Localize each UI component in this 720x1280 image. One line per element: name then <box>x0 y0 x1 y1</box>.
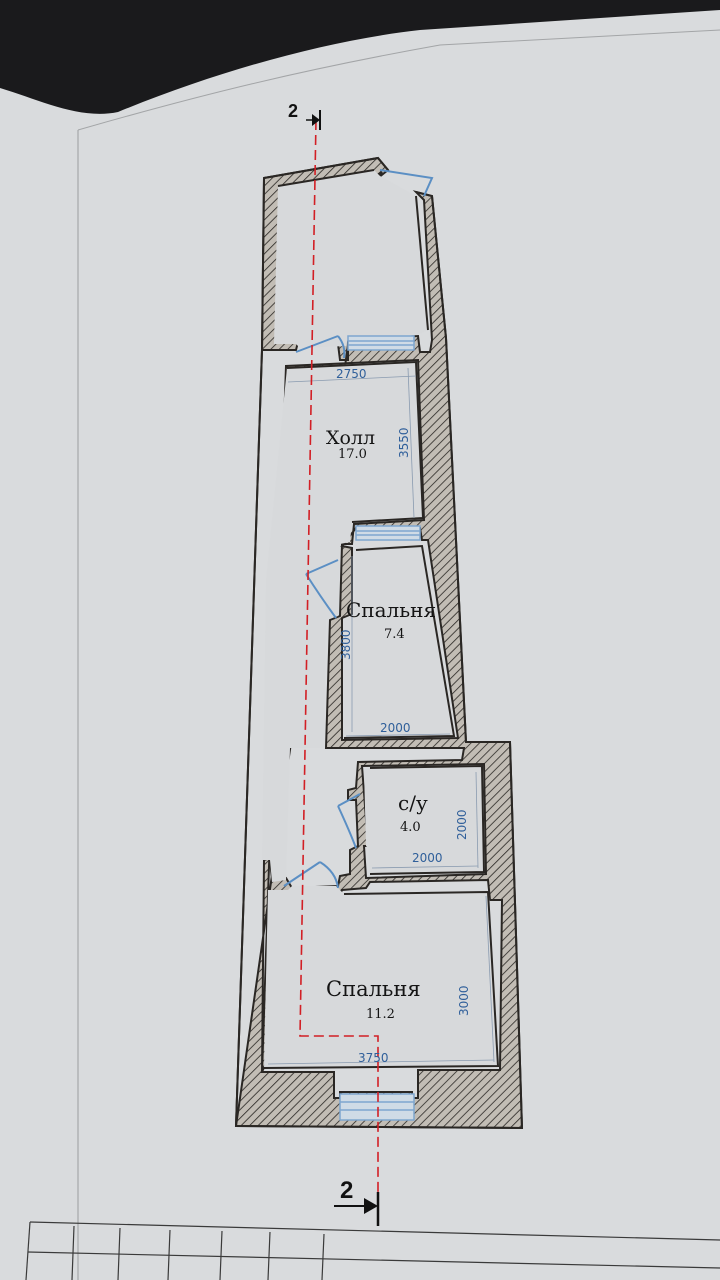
section-marker-bottom: 2 <box>334 1177 380 1226</box>
dim-bedroom2-width: 3750 <box>358 1051 389 1065</box>
door-entrance <box>379 169 434 197</box>
dim-hall-width: 2750 <box>336 367 367 381</box>
dim-bathroom-width: 2000 <box>412 851 443 865</box>
section-label-top: 2 <box>288 101 298 121</box>
dim-bathroom-length: 2000 <box>455 809 469 840</box>
wall-outlines <box>234 156 524 1130</box>
dim-bedroom1-width: 2000 <box>380 721 411 735</box>
room-name-hall: Холл <box>326 427 375 449</box>
door-hall <box>295 335 346 359</box>
room-area-hall: 17.0 <box>338 447 367 462</box>
door-bathroom <box>337 793 361 849</box>
room-name-bedroom-1: Спальня <box>346 598 436 622</box>
window-bedroom-top <box>355 525 421 541</box>
dimension-lines <box>267 367 495 1065</box>
dim-bedroom1-length: 3800 <box>339 629 353 660</box>
room-name-bathroom: с/у <box>398 791 428 815</box>
room-interiors <box>262 170 498 1068</box>
room-area-bedroom-2: 11.2 <box>366 1007 395 1022</box>
dim-bedroom2-length: 3000 <box>457 985 471 1016</box>
sheet-frame-top <box>77 29 720 131</box>
section-label-bottom: 2 <box>340 1177 353 1204</box>
window-bedroom-bottom <box>339 1093 415 1121</box>
title-block <box>25 1221 720 1280</box>
dim-hall-length: 3550 <box>397 427 411 458</box>
section-marker-top: 2 <box>288 101 321 130</box>
windows <box>339 335 421 1121</box>
room-area-bathroom: 4.0 <box>400 820 421 835</box>
door-bedroom-2 <box>283 861 339 889</box>
room-name-bedroom-2: Спальня <box>326 977 421 1001</box>
section-line <box>299 119 379 1226</box>
room-area-bedroom-1: 7.4 <box>384 627 405 642</box>
window-hall-top <box>347 335 415 351</box>
